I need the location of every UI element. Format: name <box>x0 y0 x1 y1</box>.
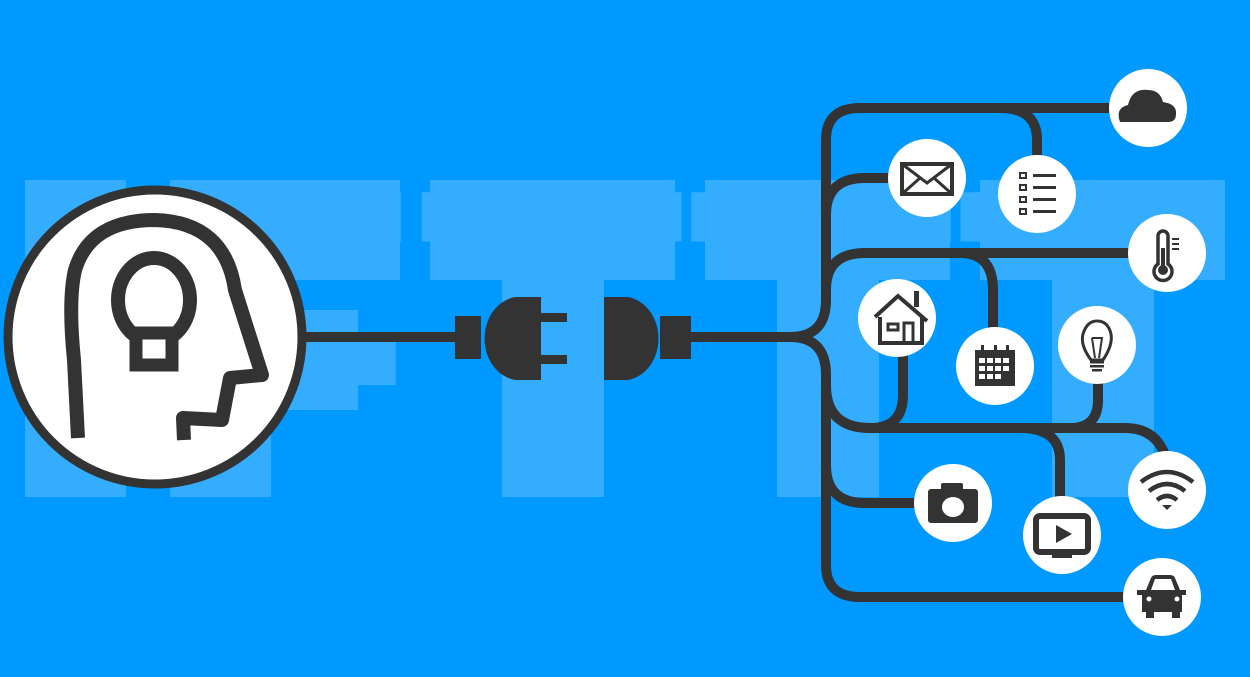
wire-tv <box>1019 423 1065 500</box>
wire-camera <box>821 464 918 508</box>
lightbulb-icon <box>1058 306 1136 384</box>
wire-thermometer <box>821 248 1130 291</box>
plug-icon <box>455 297 691 380</box>
thermometer-icon <box>1128 214 1206 292</box>
wifi-icon <box>1128 451 1206 529</box>
camera-icon <box>914 464 992 542</box>
wire-list <box>999 103 1042 158</box>
house-icon <box>858 279 936 357</box>
head-with-lightbulb-icon <box>3 185 307 489</box>
calendar-icon <box>956 327 1034 405</box>
wires <box>300 103 1170 602</box>
mail-icon <box>888 139 966 217</box>
list-icon <box>998 155 1076 233</box>
tv-play-icon <box>1023 496 1101 574</box>
car-icon <box>1123 558 1201 636</box>
wire-calendar <box>959 248 998 330</box>
wire-house <box>869 355 908 433</box>
wire-bulb <box>1069 382 1103 433</box>
cloud-icon <box>1109 69 1187 147</box>
wire-mail <box>821 173 890 216</box>
